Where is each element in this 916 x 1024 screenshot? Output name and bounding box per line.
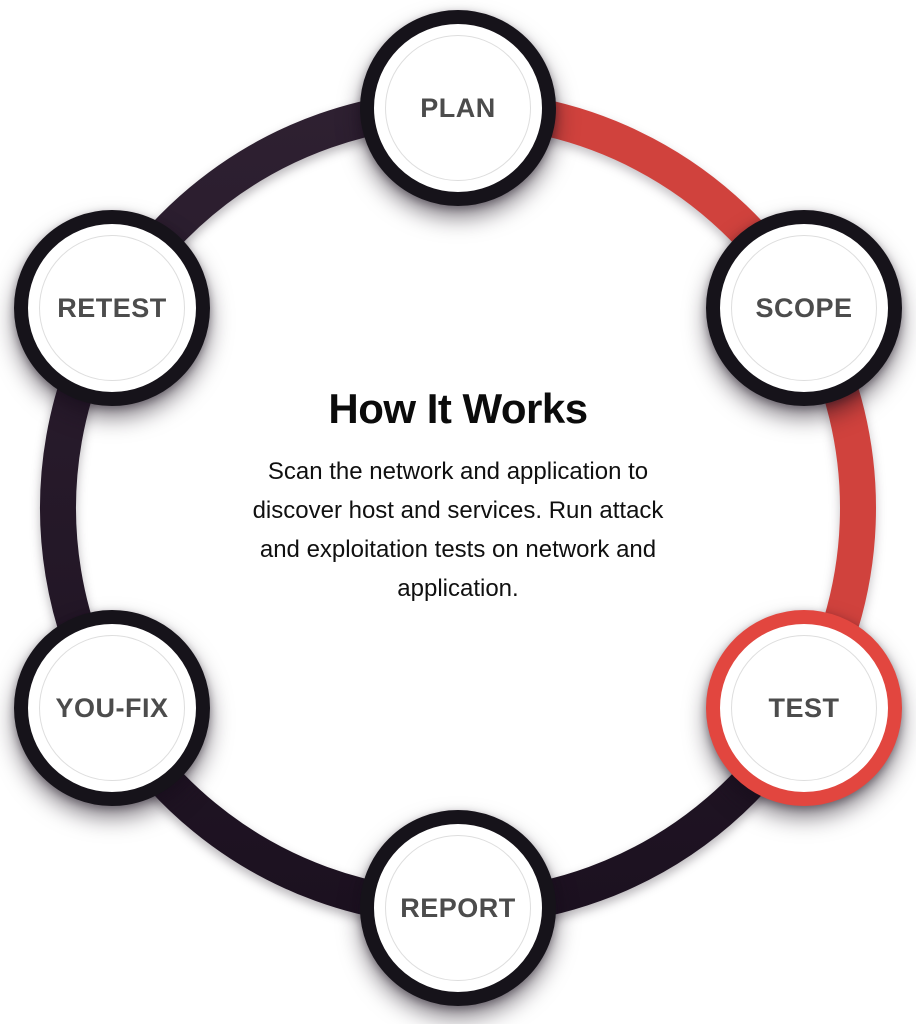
step-label-retest: RETEST: [57, 292, 167, 323]
diagram-description: Scan the network and application to disc…: [252, 458, 664, 603]
step-node-scope[interactable]: SCOPE: [706, 210, 902, 406]
center-text: How It Works Scan the network and applic…: [148, 385, 768, 608]
step-node-plan[interactable]: PLAN: [360, 10, 556, 206]
step-label-you-fix: YOU-FIX: [55, 692, 169, 723]
step-label-plan: PLAN: [420, 92, 496, 123]
diagram-title: How It Works: [328, 385, 588, 432]
step-node-test[interactable]: TEST: [706, 610, 902, 806]
step-node-you-fix[interactable]: YOU-FIX: [14, 610, 210, 806]
step-label-scope: SCOPE: [755, 292, 853, 323]
step-label-report: REPORT: [400, 892, 516, 923]
step-node-report[interactable]: REPORT: [360, 810, 556, 1006]
step-node-retest[interactable]: RETEST: [14, 210, 210, 406]
step-label-test: TEST: [768, 692, 840, 723]
